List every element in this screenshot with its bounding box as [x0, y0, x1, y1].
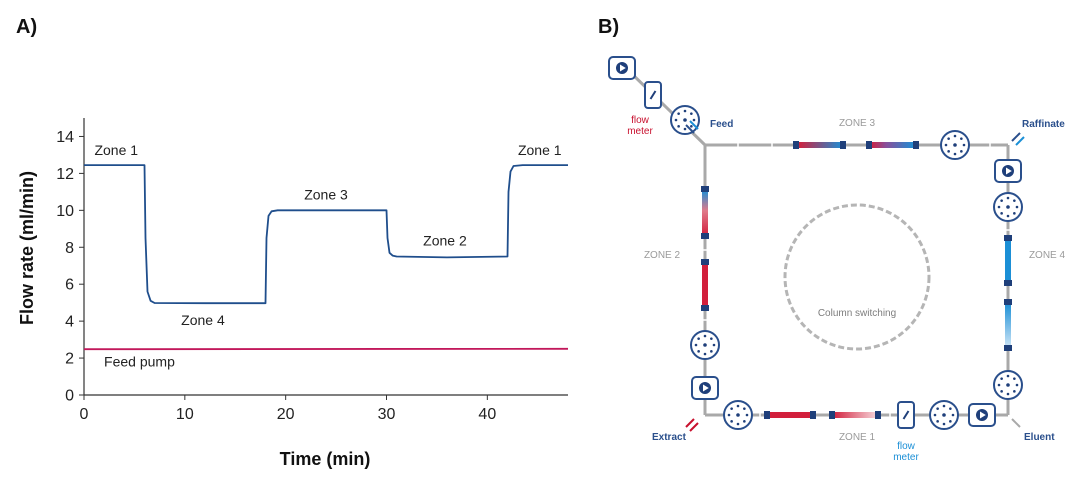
column-zone4-b	[1004, 299, 1012, 351]
y-tick-label: 12	[56, 166, 74, 183]
y-tick-label: 0	[65, 388, 74, 405]
flow-meter-icon	[897, 401, 915, 429]
y-tick-label: 10	[56, 203, 74, 220]
pump-icon	[968, 403, 996, 427]
port-tick-icon	[1011, 132, 1025, 146]
flow-meter-bottom-label-1: flow	[897, 441, 916, 452]
column-zone3-b	[866, 141, 919, 149]
rotary-valve-icon	[993, 370, 1023, 400]
y-tick-label: 4	[65, 314, 74, 331]
zone-1-label: ZONE 1	[839, 432, 876, 443]
panel-b: B)	[590, 0, 1080, 477]
port-tick-icon	[685, 418, 699, 432]
column-zone1-b	[829, 411, 881, 419]
zone-3-label: ZONE 3	[839, 118, 876, 129]
flow-meter-icon	[644, 81, 662, 109]
column-switching-circle	[783, 203, 931, 351]
y-tick-label: 2	[65, 351, 74, 368]
y-tick-label: 6	[65, 277, 74, 294]
y-axis-label: Flow rate (ml/min)	[17, 171, 37, 325]
column-zone2-a	[701, 186, 709, 239]
pump-icon	[608, 56, 636, 80]
flow-meter-top-label-2: meter	[627, 126, 653, 137]
pump-icon	[994, 159, 1022, 183]
panel-b-label: B)	[598, 16, 620, 38]
rotary-valve-icon	[670, 105, 700, 135]
rotary-valve-icon	[929, 400, 959, 430]
eluent-port-label: Eluent	[1024, 432, 1055, 443]
chart-annotation: Feed pump	[104, 353, 175, 369]
flow-rate-chart: 0 10 20 30 40 0 2 4 6 8 10 12 14 Zone 1 Zone 4 Zone 3 Z…	[17, 118, 569, 469]
flow-meter-top-label-1: flow	[631, 115, 650, 126]
chart-annotation: Zone 3	[304, 186, 348, 202]
y-tick-label: 14	[56, 129, 74, 146]
raffinate-port-label: Raffinate	[1022, 119, 1065, 130]
rotary-valve-icon	[723, 400, 753, 430]
chart-annotation: Zone 1	[94, 142, 138, 158]
rotary-valve-icon	[940, 130, 970, 160]
x-axis-label: Time (min)	[280, 449, 371, 469]
port-tick-icon	[1011, 418, 1021, 428]
extract-port-label: Extract	[652, 432, 687, 443]
x-tick-label: 40	[478, 406, 496, 423]
column-zone2-b	[701, 259, 709, 311]
rotary-valve-icon	[993, 192, 1023, 222]
rotary-valve-icon	[690, 330, 720, 360]
smb-diagram: Column switching ZONE 3 ZONE 2 ZONE 4 ZO…	[608, 56, 1066, 463]
panel-a: A) 0 10 20 30 40 0 2 4 6 8 10 12 14 Zone 1 Zone 4 Zone…	[16, 16, 569, 469]
column-switching-label: Column switching	[818, 308, 896, 319]
x-tick-label: 0	[80, 406, 89, 423]
x-tick-label: 20	[277, 406, 295, 423]
y-tick-label: 8	[65, 240, 74, 257]
column-zone4-a	[1004, 235, 1012, 286]
zone-4-label: ZONE 4	[1029, 250, 1066, 261]
zone-2-label: ZONE 2	[644, 250, 681, 261]
chart-annotation: Zone 2	[423, 232, 467, 248]
feed-port-label: Feed	[710, 119, 733, 130]
column-zone1-a	[764, 411, 816, 419]
pipe-connectors	[703, 143, 1010, 417]
zone-flow-series-line	[84, 164, 568, 305]
port-tick-icon	[685, 120, 699, 134]
x-tick-label: 30	[378, 406, 396, 423]
flow-meter-bottom-label-2: meter	[893, 452, 919, 463]
chart-annotation: Zone 1	[518, 142, 562, 158]
panel-a-label: A)	[16, 16, 38, 38]
column-zone3-a	[793, 141, 846, 149]
x-tick-label: 10	[176, 406, 194, 423]
chart-annotation: Zone 4	[181, 312, 225, 328]
pump-icon	[691, 376, 719, 400]
